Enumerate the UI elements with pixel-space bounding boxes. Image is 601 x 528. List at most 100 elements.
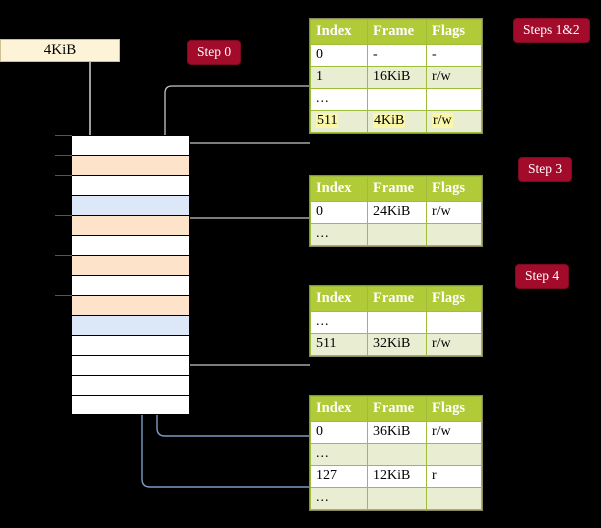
column-header: Frame (367, 19, 427, 45)
table-cell: 0 (310, 44, 368, 67)
highlighted-value: 511 (316, 113, 339, 128)
memory-row-tick (55, 255, 72, 256)
column-header: Flags (426, 286, 482, 312)
table-cell: 24KiB (367, 201, 427, 224)
memory-row-tick (55, 215, 72, 216)
table-cell (426, 223, 482, 246)
column-header: Index (310, 286, 368, 312)
memory-row-tick (55, 295, 72, 296)
table-cell (426, 443, 482, 466)
table-cell: 0 (310, 421, 368, 444)
wire-t4-0-to-mem (149, 328, 310, 437)
column-header: Flags (426, 19, 482, 45)
physical-memory-column (55, 135, 190, 415)
table-cell: 511 (310, 333, 368, 356)
table-cell (426, 311, 482, 334)
memory-frame-row (55, 255, 190, 275)
table-row: ... (310, 443, 482, 466)
memory-frame-row (71, 235, 190, 255)
table-row: 0-- (310, 44, 482, 67)
wire-t2-0-to-mem (177, 217, 310, 259)
column-header: Frame (367, 286, 427, 312)
column-header: Flags (426, 396, 482, 422)
table-cell: - (367, 44, 427, 67)
memory-frame-row (71, 315, 190, 335)
memory-frame-row (71, 375, 190, 395)
table-cell: ... (310, 88, 368, 111)
table-cell: 32KiB (367, 333, 427, 356)
table-cell: 4KiB (367, 110, 427, 133)
memory-frame-row (55, 215, 190, 235)
highlighted-value: 4KiB (373, 113, 406, 128)
column-header: Frame (367, 176, 427, 202)
table-cell: 16KiB (367, 66, 427, 89)
wire-t3-511-to-mem (173, 308, 310, 366)
table-row: ... (310, 223, 482, 246)
badge-step-0: Step 0 (188, 41, 241, 64)
table-cell: ... (310, 443, 368, 466)
column-header: Frame (367, 396, 427, 422)
table-cell (426, 88, 482, 111)
table-cell: r/w (426, 110, 482, 133)
wire-t4-127-to-mem (134, 209, 310, 488)
table-row: ... (310, 311, 482, 334)
table-cell (367, 311, 427, 334)
memory-frame-row (71, 195, 190, 215)
table-cell: r/w (426, 421, 482, 444)
table-cell: - (426, 44, 482, 67)
highlighted-value: r/w (432, 113, 453, 128)
memory-frame-row (55, 135, 190, 155)
table-cell: 511 (310, 110, 368, 133)
wire-step0-to-mem (164, 85, 310, 156)
badge-steps-1-2: Steps 1&2 (514, 19, 589, 42)
column-header: Index (310, 396, 368, 422)
table-cell (367, 487, 427, 510)
badge-step-4: Step 4 (516, 265, 569, 288)
table-cell: r/w (426, 66, 482, 89)
column-header: Index (310, 176, 368, 202)
top-frame-label: 4KiB (43, 42, 77, 58)
memory-row-tick (55, 155, 72, 156)
memory-frame-row (71, 395, 190, 415)
table-cell: 127 (310, 465, 368, 488)
memory-frame-row (71, 275, 190, 295)
memory-frame-row (71, 335, 190, 355)
table-cell: ... (310, 223, 368, 246)
table-cell: 0 (310, 201, 368, 224)
table-cell (426, 487, 482, 510)
table-cell (367, 88, 427, 111)
table-cell: 1 (310, 66, 368, 89)
memory-frame-row (55, 155, 190, 175)
table-cell: r/w (426, 201, 482, 224)
column-header: Flags (426, 176, 482, 202)
table-row: 511 4KiB r/w (310, 110, 482, 133)
memory-frame-row (71, 355, 190, 375)
column-header: Index (310, 19, 368, 45)
table-cell: r/w (426, 333, 482, 356)
top-frame-box: 4KiB (0, 39, 120, 62)
table-cell: ... (310, 487, 368, 510)
memory-frame-row (55, 295, 190, 315)
table-cell: 36KiB (367, 421, 427, 444)
table-cell (367, 443, 427, 466)
table-row: ... (310, 88, 482, 111)
table-cell: r (426, 465, 482, 488)
memory-row-tick (55, 175, 72, 176)
table-cell: ... (310, 311, 368, 334)
table-cell (367, 223, 427, 246)
table-cell: 12KiB (367, 465, 427, 488)
memory-frame-row (55, 175, 190, 195)
